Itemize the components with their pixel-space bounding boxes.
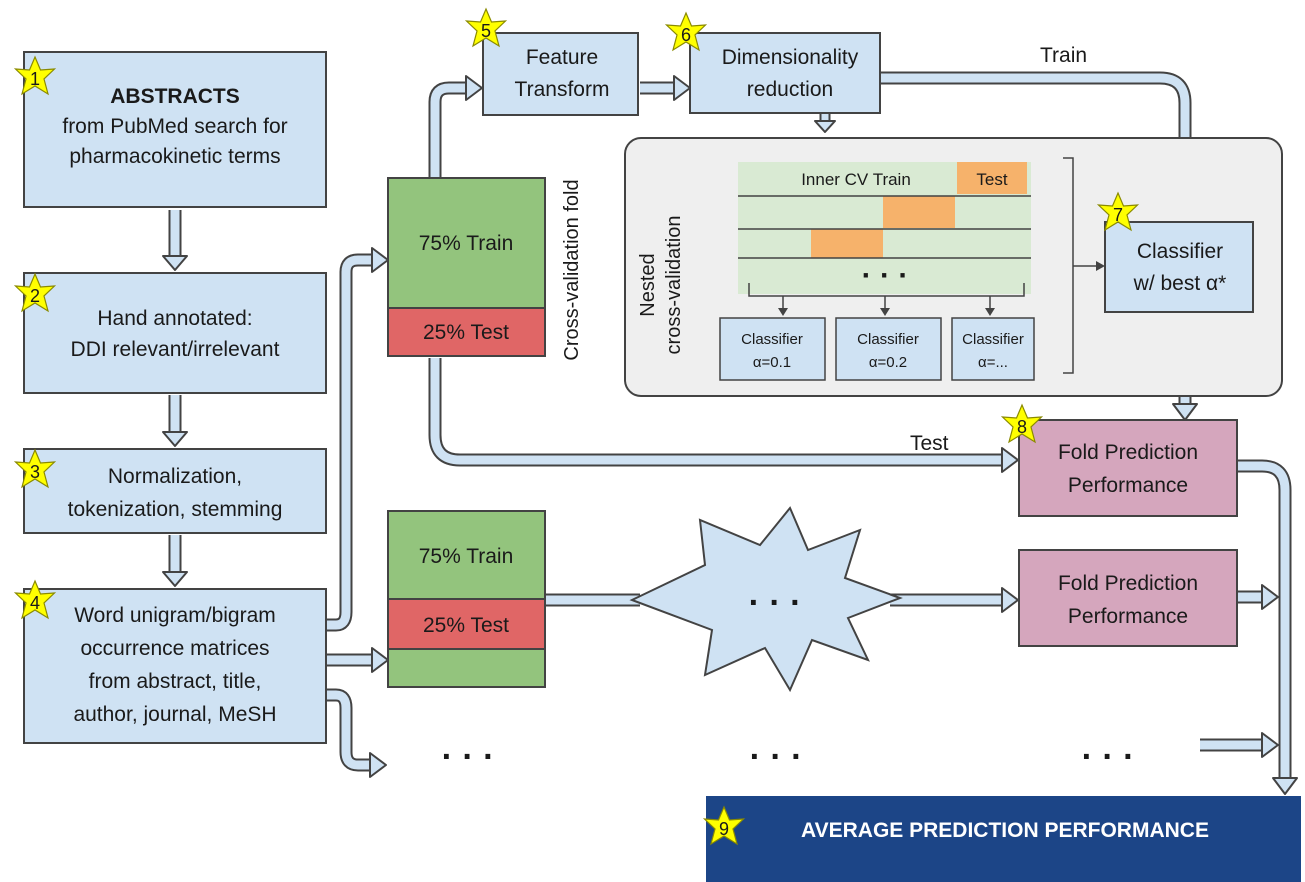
arrow-burst-to-foldperf2 bbox=[890, 587, 1019, 613]
inner-classifier-1-name: Classifier bbox=[741, 331, 803, 348]
step-4-line3: from abstract, title, bbox=[89, 670, 262, 693]
fold-2-train-label: 75% Train bbox=[419, 545, 514, 568]
cv-fold-side-label: Cross-validation fold bbox=[561, 179, 583, 360]
arrow-fold1-to-feature-transform bbox=[428, 75, 483, 178]
arrow-2-to-3 bbox=[162, 395, 188, 447]
badge-2: 2 bbox=[14, 273, 56, 312]
burst-shape: · · · bbox=[629, 506, 903, 693]
badge-7-number: 7 bbox=[1113, 205, 1123, 225]
fold-perf2-line1: Fold Prediction bbox=[1058, 572, 1198, 595]
step-3-line2: tokenization, stemming bbox=[68, 498, 283, 521]
step-9-average-performance: AVERAGE PREDICTION PERFORMANCE bbox=[706, 796, 1301, 882]
step-1-abstracts: ABSTRACTS from PubMed search for pharmac… bbox=[23, 51, 327, 208]
arrow-3-to-4 bbox=[162, 535, 188, 587]
step-2-line2: DDI relevant/irrelevant bbox=[71, 338, 280, 361]
fold-1-train-label: 75% Train bbox=[419, 232, 514, 255]
inner-classifier-3: Classifier α=... bbox=[951, 317, 1035, 381]
fold-2-test-label: 25% Test bbox=[423, 614, 509, 637]
inner-train-label: Inner CV Train bbox=[801, 170, 911, 189]
step-7-line1: Classifier bbox=[1137, 240, 1223, 263]
step-6-line1: Dimensionality bbox=[722, 46, 859, 69]
nested-side-line2: cross-validation bbox=[663, 216, 685, 355]
step-4-line2: occurrence matrices bbox=[80, 637, 269, 660]
edge-label-train: Train bbox=[1040, 44, 1087, 67]
step-4-line4: author, journal, MeSH bbox=[73, 703, 276, 726]
badge-9: 9 bbox=[703, 806, 745, 845]
badge-4: 4 bbox=[14, 580, 56, 619]
step-5-line1: Feature bbox=[526, 46, 598, 69]
cv-fold-2: 75% Train 25% Test bbox=[387, 510, 546, 688]
arrow-foldperf2-out bbox=[1237, 584, 1279, 610]
step-1-line1: from PubMed search for bbox=[62, 115, 287, 138]
arrow-4-to-fold1 bbox=[326, 247, 389, 632]
step-5-feature-transform: Feature Transform bbox=[482, 32, 639, 116]
badge-6: 6 bbox=[665, 12, 707, 51]
fold-1-test-label: 25% Test bbox=[423, 321, 509, 344]
badge-3-number: 3 bbox=[30, 462, 40, 482]
step-7-line2: w/ best α* bbox=[1133, 272, 1227, 295]
badge-4-number: 4 bbox=[30, 593, 40, 613]
step-3-normalization: Normalization, tokenization, stemming bbox=[23, 448, 327, 534]
badge-5-number: 5 bbox=[481, 21, 491, 41]
step-2-annotation: Hand annotated: DDI relevant/irrelevant bbox=[23, 272, 327, 394]
arrow-4-to-fold2 bbox=[326, 647, 389, 673]
step-8-fold-performance: Fold Prediction Performance bbox=[1018, 419, 1238, 517]
arrow-more-out bbox=[1200, 732, 1279, 758]
badge-2-number: 2 bbox=[30, 286, 40, 306]
burst-dots: · · · bbox=[749, 584, 802, 622]
step-4-matrices: Word unigram/bigram occurrence matrices … bbox=[23, 588, 327, 744]
badge-1-number: 1 bbox=[30, 69, 40, 89]
arrow-4-to-more-folds bbox=[326, 688, 387, 778]
badge-8-number: 8 bbox=[1017, 417, 1027, 437]
step-1-title: ABSTRACTS bbox=[110, 85, 240, 108]
badge-1: 1 bbox=[14, 56, 56, 95]
step-6-dimensionality-reduction: Dimensionality reduction bbox=[689, 32, 881, 114]
step-5-line2: Transform bbox=[515, 78, 610, 101]
fold-performance-2: Fold Prediction Performance bbox=[1018, 549, 1238, 647]
inner-dots: · · · bbox=[862, 259, 909, 292]
step-1-line2: pharmacokinetic terms bbox=[69, 145, 280, 168]
badge-9-number: 9 bbox=[719, 819, 729, 839]
inner-test-label: Test bbox=[976, 170, 1007, 189]
badge-8: 8 bbox=[1001, 404, 1043, 443]
ellipsis-col-3: · · · bbox=[1082, 738, 1135, 776]
step-8-line1: Fold Prediction bbox=[1058, 441, 1198, 464]
ellipsis-col-2: · · · bbox=[750, 738, 803, 776]
step-3-line1: Normalization, bbox=[108, 465, 242, 488]
inner-classifier-2-alpha: α=0.2 bbox=[869, 354, 907, 371]
badge-3: 3 bbox=[14, 449, 56, 488]
arrow-feature-to-dimred bbox=[640, 75, 691, 101]
step-8-line2: Performance bbox=[1068, 474, 1188, 497]
edge-label-test: Test bbox=[910, 432, 949, 455]
inner-classifier-3-alpha: α=... bbox=[978, 354, 1008, 371]
arrow-test-to-foldperf bbox=[428, 358, 1019, 473]
step-2-line1: Hand annotated: bbox=[97, 307, 252, 330]
fold-perf2-line2: Performance bbox=[1068, 605, 1188, 628]
step-6-line2: reduction bbox=[747, 78, 833, 101]
arrow-1-to-2 bbox=[162, 210, 188, 271]
badge-7: 7 bbox=[1097, 192, 1139, 231]
badge-5: 5 bbox=[465, 8, 507, 47]
inner-classifier-1: Classifier α=0.1 bbox=[719, 317, 826, 381]
badge-6-number: 6 bbox=[681, 25, 691, 45]
arrow-dimred-to-nested bbox=[814, 113, 836, 133]
cv-fold-1: 75% Train 25% Test bbox=[387, 177, 546, 357]
arrow-foldperf-to-average bbox=[1237, 459, 1298, 795]
step-9-title: AVERAGE PREDICTION PERFORMANCE bbox=[801, 819, 1209, 842]
nested-side-line1: Nested bbox=[637, 253, 659, 316]
step-4-line1: Word unigram/bigram bbox=[74, 604, 276, 627]
inner-classifier-1-alpha: α=0.1 bbox=[753, 354, 791, 371]
ellipsis-col-1: · · · bbox=[442, 738, 495, 776]
inner-classifier-2-name: Classifier bbox=[857, 331, 919, 348]
inner-classifier-2: Classifier α=0.2 bbox=[835, 317, 942, 381]
step-7-best-classifier: Classifier w/ best α* bbox=[1104, 221, 1254, 313]
connector-arrows bbox=[162, 71, 1298, 795]
inner-classifier-3-name: Classifier bbox=[962, 331, 1024, 348]
